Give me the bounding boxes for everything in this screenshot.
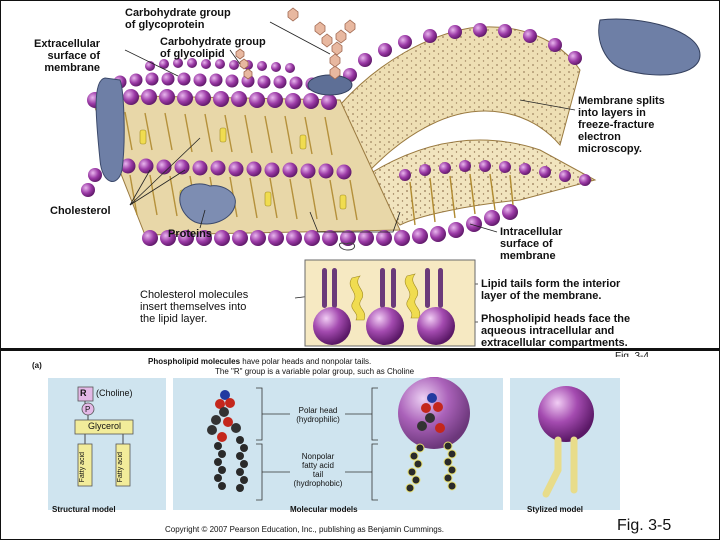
protein-left [96, 78, 124, 181]
cholesterol-label: Cholesterol [50, 205, 111, 217]
molecular-models-caption: Molecular models [290, 505, 358, 514]
protein-top [308, 75, 352, 95]
cholesterol-insert-label: Cholesterol molecules insert themselves … [140, 289, 248, 325]
fig-fragment: Fig. 3-4 [615, 351, 649, 357]
molecular-panel [173, 378, 503, 510]
phospholipid-heads-label: Phospholipid heads face the aqueous intr… [481, 313, 630, 349]
r-group-label: R [80, 389, 87, 398]
stylized-model-caption: Stylized model [527, 505, 583, 514]
extracellular-label: Extracellular surface of membrane [34, 38, 100, 74]
fatty-acid-1-label: Fatty acid [78, 452, 87, 482]
figure-label: Fig. 3-5 [617, 517, 671, 535]
intracellular-label: Intracellular surface of membrane [500, 226, 562, 262]
protein-right [599, 19, 700, 75]
panel-letter: (a) [32, 361, 42, 370]
phosphate-label: P [85, 405, 90, 414]
polar-head-label: Polar head (hydrophilic) [290, 406, 346, 424]
panel-header-line1: Phospholipid molecules have polar heads … [148, 357, 371, 366]
stylized-panel [510, 378, 620, 510]
fatty-acid-2-label: Fatty acid [116, 452, 125, 482]
proteins-label: Proteins [168, 228, 212, 240]
nonpolar-tail-label: Nonpolar fatty acid tail (hydrophobic) [290, 452, 346, 488]
panel-divider [0, 348, 720, 351]
inset-heads [313, 307, 455, 345]
structural-model-caption: Structural model [52, 505, 116, 514]
choline-label: (Choline) [96, 389, 133, 398]
carbohydrate-top-chain [288, 8, 298, 21]
membrane-splits-label: Membrane splits into layers in freeze-fr… [578, 95, 665, 155]
glycerol-label: Glycerol [88, 422, 121, 431]
lipid-tails-label: Lipid tails form the interior layer of t… [481, 278, 620, 302]
panel-header-line2: The "R" group is a variable polar group,… [215, 367, 414, 376]
copyright-text: Copyright © 2007 Pearson Education, Inc.… [165, 525, 444, 534]
